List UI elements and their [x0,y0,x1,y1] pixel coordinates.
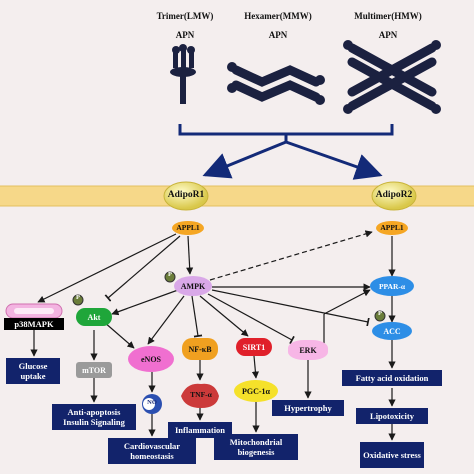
nfkb-node: NF-κB [182,338,218,360]
hexamer-shape [227,62,325,105]
adipor1-receptor [163,181,209,211]
erk-node: ERK [288,340,328,360]
multimer-shape [343,40,441,114]
sirt1-node: SIRT1 [236,338,272,356]
cardiovascular-box: Cardiovascular homeostasis [108,438,196,464]
signal-arrows [30,230,396,441]
multimer-title: Multimer(HMW) [354,11,422,21]
trimer-title: Trimer(LMW) [156,11,214,21]
hexamer-apn-label: APN [268,30,288,40]
akt-node: Akt [76,308,112,326]
appl1-right-label: APPL1 [380,223,404,232]
oxidative-stress-box: Oxidative stress [360,442,424,468]
mtor-node: mTOR [76,362,112,378]
lipotoxicity-box: Lipotoxicity [356,408,428,424]
multimer-apn-label: APN [378,30,398,40]
fatty-acid-box: Fatty acid oxidation [342,370,442,386]
appl1-left-shape [172,221,204,235]
trimer-apn-label: APN [175,30,195,40]
tnf-alpha-glyph [181,383,219,408]
adipor2-receptor [371,181,417,211]
cell-membrane [0,185,474,207]
adipor1-label: AdipoR1 [167,190,205,200]
hypertrophy-box: Hypertrophy [272,400,344,416]
oligomer-bracket [178,124,394,180]
no-label: NO [147,399,157,406]
phospho-p-akt: P [76,294,80,301]
anti-apoptosis-box: Anti-apoptosis Insulin Signaling [52,404,136,430]
hexamer-title: Hexamer(MMW) [244,11,312,21]
ppar-alpha-node: PPAR-α [370,276,414,296]
phospho-marker-akt [72,294,84,306]
enos-node: eNOS [128,346,174,372]
acc-node: ACC [372,322,412,340]
tnf-alpha-label: TNF-α [190,390,212,399]
phospho-p-ampk: P [168,271,172,278]
ampk-node: AMPK [174,276,212,296]
phospho-marker-ampk [164,271,176,283]
p38mapk-label: p38MAPK [4,318,64,330]
pgc1a-node: PGC-1α [234,380,278,402]
phospho-p-acc: P [378,310,382,317]
appl1-right-shape [376,221,408,235]
adipor2-label: AdipoR2 [375,190,413,200]
phospho-marker-acc [374,310,386,322]
trimer-shape [170,44,196,104]
glucose-uptake-box: Glucose uptake [6,358,60,384]
appl1-left-label: APPL1 [176,223,200,232]
no-glyph [142,394,162,414]
mitochondrial-box: Mitochondrial biogenesis [214,434,298,460]
p38mapk-glyph [5,303,63,319]
